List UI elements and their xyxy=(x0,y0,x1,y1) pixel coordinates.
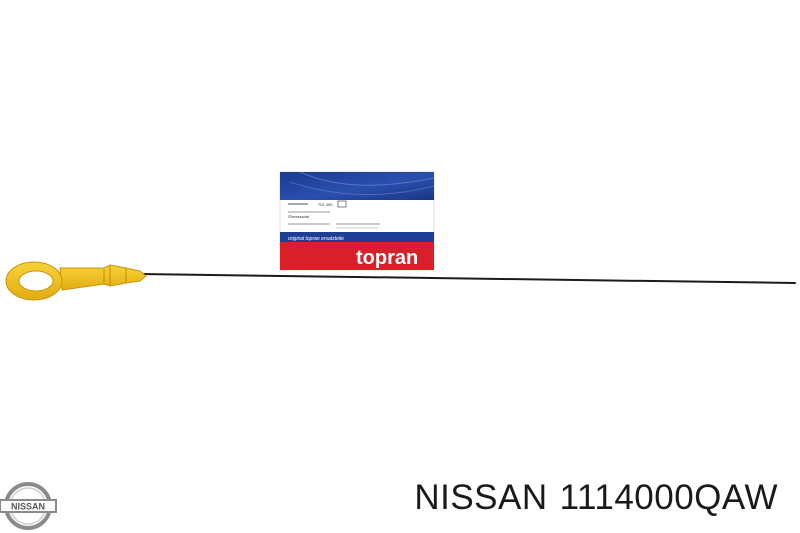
part-caption: NISSAN 1114000QAW xyxy=(414,480,778,515)
label-red-band xyxy=(280,242,434,270)
dipstick-stem xyxy=(59,264,147,291)
label-tagline-band xyxy=(280,232,434,242)
part-number: 1114000QAW xyxy=(559,478,778,517)
label-blue-band xyxy=(280,172,434,200)
topran-label-card: 701 490 Ölmessstab original topran ersat… xyxy=(279,171,435,271)
label-brand: topran xyxy=(356,247,418,269)
label-line-2: Ölmessstab xyxy=(288,214,310,219)
nissan-logo: NISSAN xyxy=(0,482,57,530)
nissan-logo-text: NISSAN xyxy=(11,502,45,512)
brand-name: NISSAN xyxy=(414,478,548,517)
label-line-1: 701 490 xyxy=(318,202,333,207)
dipstick-rod xyxy=(139,273,796,284)
label-tagline: original topran ersatzteile xyxy=(288,236,344,242)
oil-dipstick xyxy=(5,261,796,301)
